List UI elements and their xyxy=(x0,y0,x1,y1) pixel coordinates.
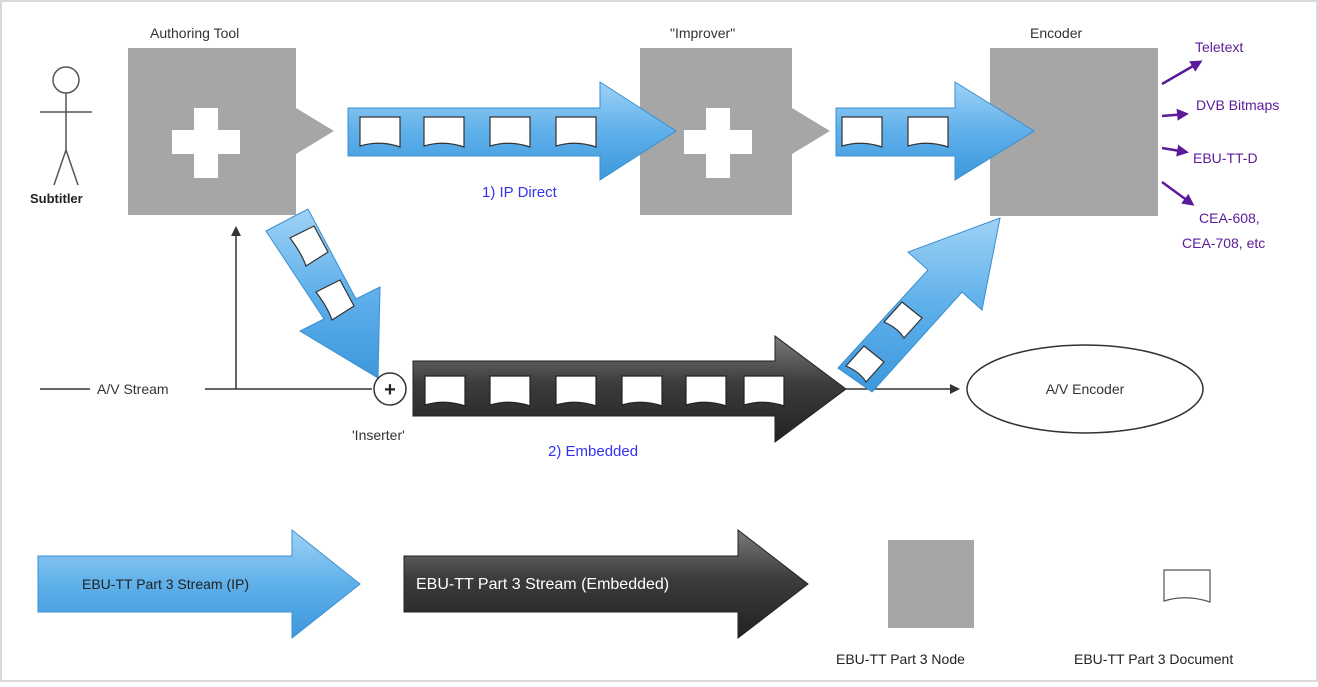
document-icon xyxy=(685,375,727,407)
document-icon xyxy=(359,116,401,148)
output-ebu-tt-d: EBU-TT-D xyxy=(1193,150,1258,166)
ip-embedded-to-encoder-arrow xyxy=(837,217,1001,393)
plus-icon xyxy=(172,108,240,178)
legend-ip-stream: EBU-TT Part 3 Stream (IP) xyxy=(37,528,361,640)
embedded-stream-arrow xyxy=(412,335,847,443)
document-icon xyxy=(907,116,949,148)
encoder-label: Encoder xyxy=(1030,25,1082,41)
av-stream-label: A/V Stream xyxy=(97,381,169,397)
subtitler-label: Subtitler xyxy=(30,191,83,206)
av-encoder-node xyxy=(966,344,1204,434)
document-icon xyxy=(315,279,355,321)
legend-embedded-stream-label: EBU-TT Part 3 Stream (Embedded) xyxy=(416,576,669,593)
improver-label: "Improver" xyxy=(670,25,735,41)
document-icon xyxy=(743,375,785,407)
document-icon xyxy=(424,375,466,407)
av-encoder-label: A/V Encoder xyxy=(1046,381,1125,397)
legend-node-swatch xyxy=(888,540,974,628)
embedded-label: 2) Embedded xyxy=(548,443,638,460)
subtitler-figure-icon xyxy=(40,66,92,186)
document-icon xyxy=(555,375,597,407)
output-teletext: Teletext xyxy=(1195,39,1243,55)
ip-improver-to-encoder-arrow xyxy=(835,81,1035,181)
legend-document-icon xyxy=(1163,569,1211,603)
document-icon xyxy=(423,116,465,148)
output-arrows xyxy=(1161,60,1203,206)
output-cea-line2: CEA-708, etc xyxy=(1182,235,1265,251)
output-cea-line1: CEA-608, xyxy=(1199,210,1260,226)
legend-ip-stream-label: EBU-TT Part 3 Stream (IP) xyxy=(82,576,249,592)
improver-node xyxy=(640,48,830,215)
document-icon xyxy=(489,375,531,407)
inserter-node: + xyxy=(373,372,407,406)
document-icon xyxy=(555,116,597,148)
document-icon xyxy=(882,301,923,340)
ip-direct-arrow xyxy=(347,81,677,181)
inserter-label: 'Inserter' xyxy=(352,427,405,443)
document-icon xyxy=(844,345,885,384)
document-icon xyxy=(489,116,531,148)
ip-direct-label: 1) IP Direct xyxy=(482,184,558,201)
plus-icon xyxy=(684,108,752,178)
authoring-tool-node xyxy=(128,48,334,215)
legend-document-label: EBU-TT Part 3 Document xyxy=(1074,651,1233,667)
document-icon xyxy=(289,225,329,267)
plus-icon: + xyxy=(384,379,396,401)
document-icon xyxy=(621,375,663,407)
document-icon xyxy=(841,116,883,148)
ip-authoring-to-inserter-arrow xyxy=(265,208,381,379)
legend-node-label: EBU-TT Part 3 Node xyxy=(836,651,965,667)
legend-embedded-stream: EBU-TT Part 3 Stream (Embedded) xyxy=(403,528,809,640)
authoring-tool-label: Authoring Tool xyxy=(150,25,239,41)
output-dvb-bitmaps: DVB Bitmaps xyxy=(1196,97,1279,113)
